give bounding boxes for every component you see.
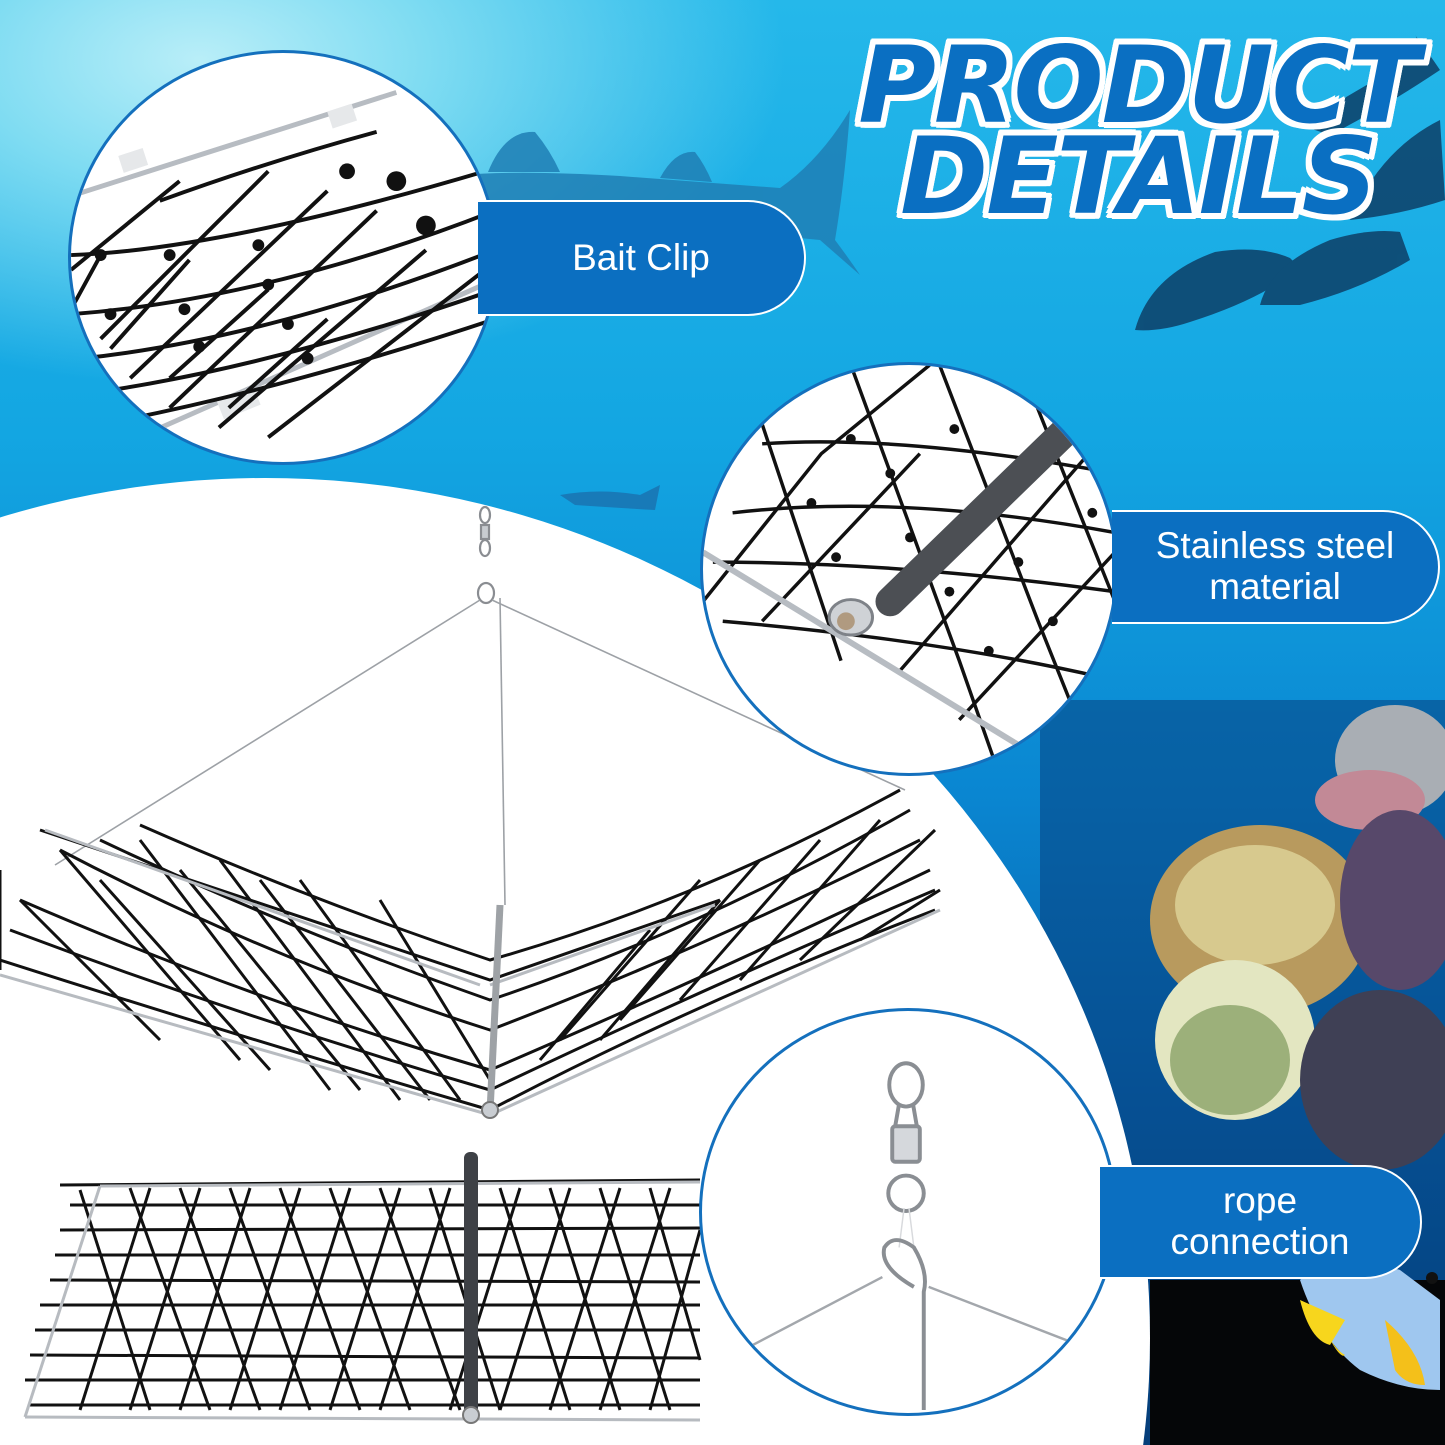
- wire-loop-icon: [881, 1238, 927, 1411]
- callout-label: Bait Clip: [572, 236, 710, 278]
- callout-label-line-1: Stainless steel: [1155, 525, 1395, 567]
- steel-rod: [875, 414, 1083, 617]
- callout-label-line-2: material: [1209, 566, 1341, 607]
- frame-wire: [703, 549, 1060, 772]
- detail-circle-bait-clip: [68, 50, 498, 465]
- callout-bait-clip: Bait Clip: [478, 200, 806, 316]
- callout-label-line-1: rope: [1222, 1180, 1298, 1222]
- butterfly-fish-icon: [1300, 1262, 1440, 1390]
- callout-label-line-2: connection: [1170, 1221, 1350, 1262]
- clip-icon: [118, 148, 149, 173]
- rope-connection-closeup: [740, 1061, 1095, 1411]
- swivel-closeup-icon: [886, 1061, 926, 1213]
- callout-stainless-steel: Stainless steel material: [1112, 510, 1440, 624]
- clip-icon: [216, 386, 261, 420]
- bait-clip-closeup: [71, 90, 495, 439]
- distant-shark-icon: [560, 485, 660, 510]
- page-title: PRODUCT DETAILS: [838, 24, 1438, 239]
- clip-icon: [327, 103, 358, 129]
- detail-circle-rope-connection: [699, 1008, 1117, 1416]
- callout-rope-connection: rope connection: [1100, 1165, 1422, 1279]
- stainless-steel-closeup: [703, 365, 1115, 773]
- title-line-1: PRODUCT: [858, 24, 1420, 147]
- coral-reef: [1150, 705, 1445, 1445]
- detail-circle-stainless-steel: [700, 362, 1118, 776]
- fish-school-icon: [1135, 35, 1445, 331]
- title-line-2: DETAILS: [900, 115, 1378, 239]
